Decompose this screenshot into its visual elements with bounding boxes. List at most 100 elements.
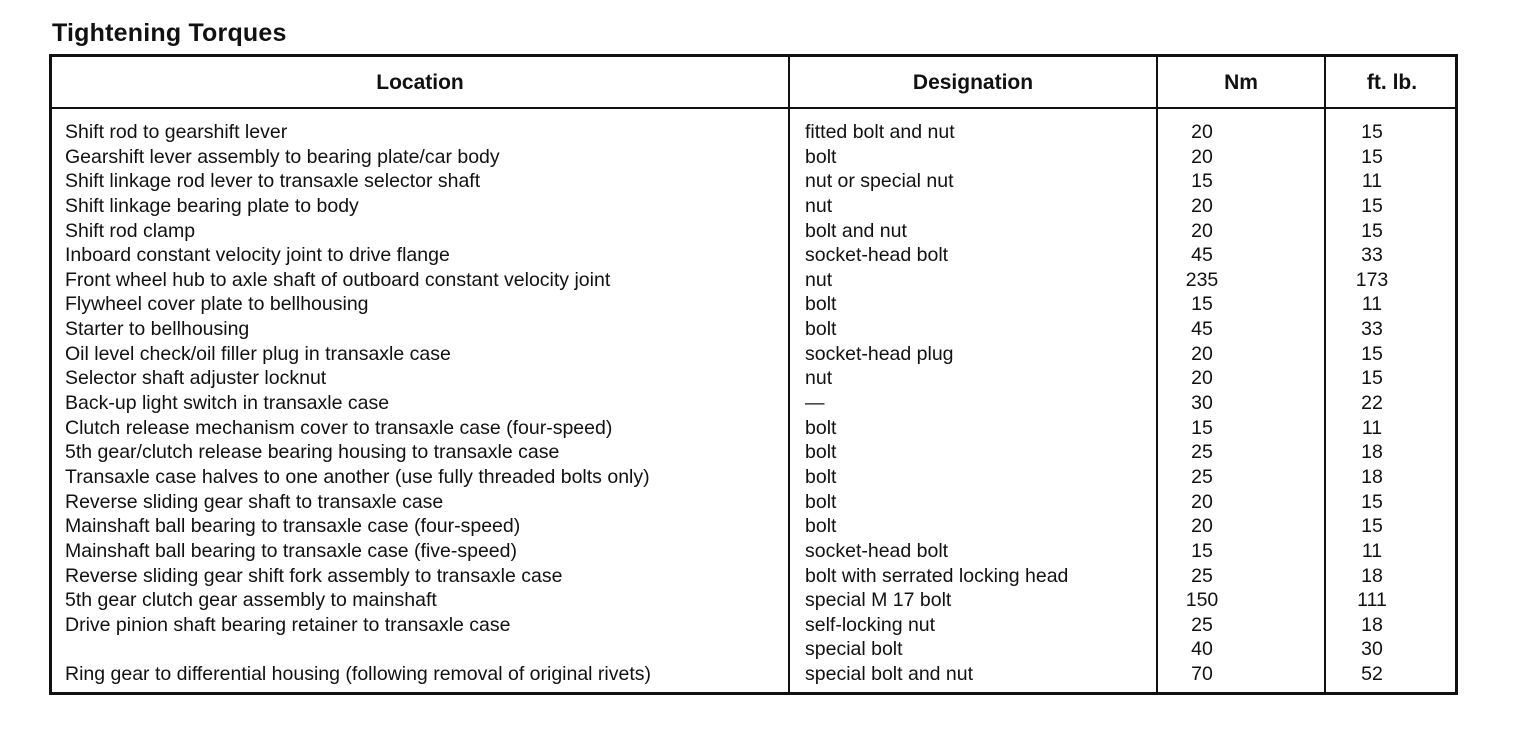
nm-cell: 235 [1185,268,1219,291]
nm-cell: 30 [1191,392,1213,415]
designation-cell: socket-head plug [805,342,954,365]
table-row: Shift linkage rod lever to transaxle sel… [52,169,1455,194]
location-cell: Shift linkage bearing plate to body [65,194,359,217]
column-header-ftlb: ft. lb. [1366,71,1418,94]
location-cell: Shift rod to gearshift lever [65,121,288,143]
nm-cell: 15 [1191,293,1213,316]
table-row: Front wheel hub to axle shaft of outboar… [52,268,1455,293]
table-row: Reverse sliding gear shift fork assembly… [52,564,1455,589]
table-row: Reverse sliding gear shaft to transaxle … [52,490,1455,515]
nm-cell: 25 [1191,441,1213,464]
location-cell: Flywheel cover plate to bellhousing [65,293,369,316]
nm-cell: 20 [1191,515,1213,538]
ftlb-cell: 33 [1361,318,1383,341]
location-cell: Inboard constant velocity joint to drive… [65,244,450,267]
ftlb-cell: 18 [1361,564,1383,587]
ftlb-cell: 15 [1361,219,1383,242]
column-header-designation: Designation [912,71,1034,94]
table-row: Back-up light switch in transaxle case — 3… [52,391,1455,416]
location-cell: Starter to bellhousing [65,318,250,341]
designation-cell: bolt [805,416,837,439]
location-cell: Mainshaft ball bearing to transaxle case… [65,539,517,562]
ftlb-cell: 22 [1361,392,1383,415]
designation-cell: nut [805,268,833,291]
designation-cell: special bolt and nut [805,663,974,686]
nm-cell: 15 [1191,416,1213,439]
designation-cell: bolt [805,515,837,538]
table-row: Shift rod clamp bolt and nut 20 15 [52,219,1455,244]
ftlb-cell: 15 [1361,515,1383,538]
nm-cell: 15 [1191,170,1213,193]
ftlb-cell: 15 [1361,121,1383,143]
designation-cell: nut or special nut [805,170,954,193]
designation-cell: nut [805,367,833,390]
nm-cell: 70 [1191,663,1213,686]
nm-cell: 20 [1191,219,1213,242]
ftlb-cell: 18 [1361,613,1383,636]
table-row: Flywheel cover plate to bellhousing bolt 1… [52,292,1455,317]
location-cell: 5th gear/clutch release bearing housing … [65,441,560,464]
designation-cell: bolt [805,490,837,513]
header-divider [52,107,1455,109]
nm-cell: 25 [1191,613,1213,636]
column-divider [1156,57,1158,692]
table-row: special bolt 40 30 [52,637,1455,662]
ftlb-cell: 111 [1357,589,1387,612]
nm-cell: 45 [1191,244,1213,267]
designation-cell: nut [805,194,833,217]
ftlb-cell: 15 [1361,367,1383,390]
ftlb-cell: 11 [1361,416,1383,439]
ftlb-cell: 18 [1361,465,1383,488]
table-row: Ring gear to differential housing (follo… [52,662,1455,687]
designation-cell: bolt with serrated locking head [805,564,1069,587]
designation-cell: bolt and nut [805,219,907,242]
table-row: Mainshaft ball bearing to transaxle case… [52,514,1455,539]
nm-cell: 25 [1191,465,1213,488]
location-cell: Reverse sliding gear shaft to transaxle … [65,490,444,513]
location-cell: Shift rod clamp [65,219,196,242]
column-divider [788,57,790,692]
ftlb-cell: 30 [1361,638,1383,661]
ftlb-cell: 15 [1361,145,1383,168]
nm-cell: 20 [1191,121,1213,143]
location-cell: Front wheel hub to axle shaft of outboar… [65,268,611,291]
nm-cell: 15 [1191,539,1213,562]
location-cell: Ring gear to differential housing (follo… [65,663,652,686]
nm-cell: 40 [1191,638,1213,661]
nm-cell: 20 [1191,342,1213,365]
designation-cell: special bolt [805,638,903,661]
table-row: Transaxle case halves to one another (us… [52,465,1455,490]
table-row: 5th gear/clutch release bearing housing … [52,440,1455,465]
designation-cell: bolt [805,441,837,464]
ftlb-cell: 33 [1361,244,1383,267]
designation-cell: bolt [805,293,837,316]
column-header-location: Location [376,71,464,94]
ftlb-cell: 15 [1361,194,1383,217]
location-cell: Selector shaft adjuster locknut [65,367,327,390]
designation-cell: — [805,392,825,415]
torque-table: Location Designation Nm ft. lb. Shift ro… [49,54,1458,695]
nm-cell: 45 [1191,318,1213,341]
location-cell: Shift linkage rod lever to transaxle sel… [65,170,481,193]
location-cell: Back-up light switch in transaxle case [65,392,390,415]
designation-cell: bolt [805,465,837,488]
location-cell: Clutch release mechanism cover to transa… [65,416,613,439]
location-cell: Drive pinion shaft bearing retainer to t… [65,613,511,636]
ftlb-cell: 11 [1361,293,1383,316]
ftlb-cell: 15 [1361,490,1383,513]
location-cell: Transaxle case halves to one another (us… [65,465,650,488]
location-cell: Reverse sliding gear shift fork assembly… [65,564,563,587]
nm-cell: 25 [1191,564,1213,587]
table-row: Drive pinion shaft bearing retainer to t… [52,613,1455,638]
ftlb-cell: 18 [1361,441,1383,464]
location-cell: 5th gear clutch gear assembly to mainsha… [65,589,437,612]
ftlb-cell: 15 [1361,342,1383,365]
column-header-nm: Nm [1224,71,1258,94]
table-row: Gearshift lever assembly to bearing plat… [52,145,1455,170]
designation-cell: socket-head bolt [805,539,949,562]
designation-cell: special M 17 bolt [805,589,952,612]
